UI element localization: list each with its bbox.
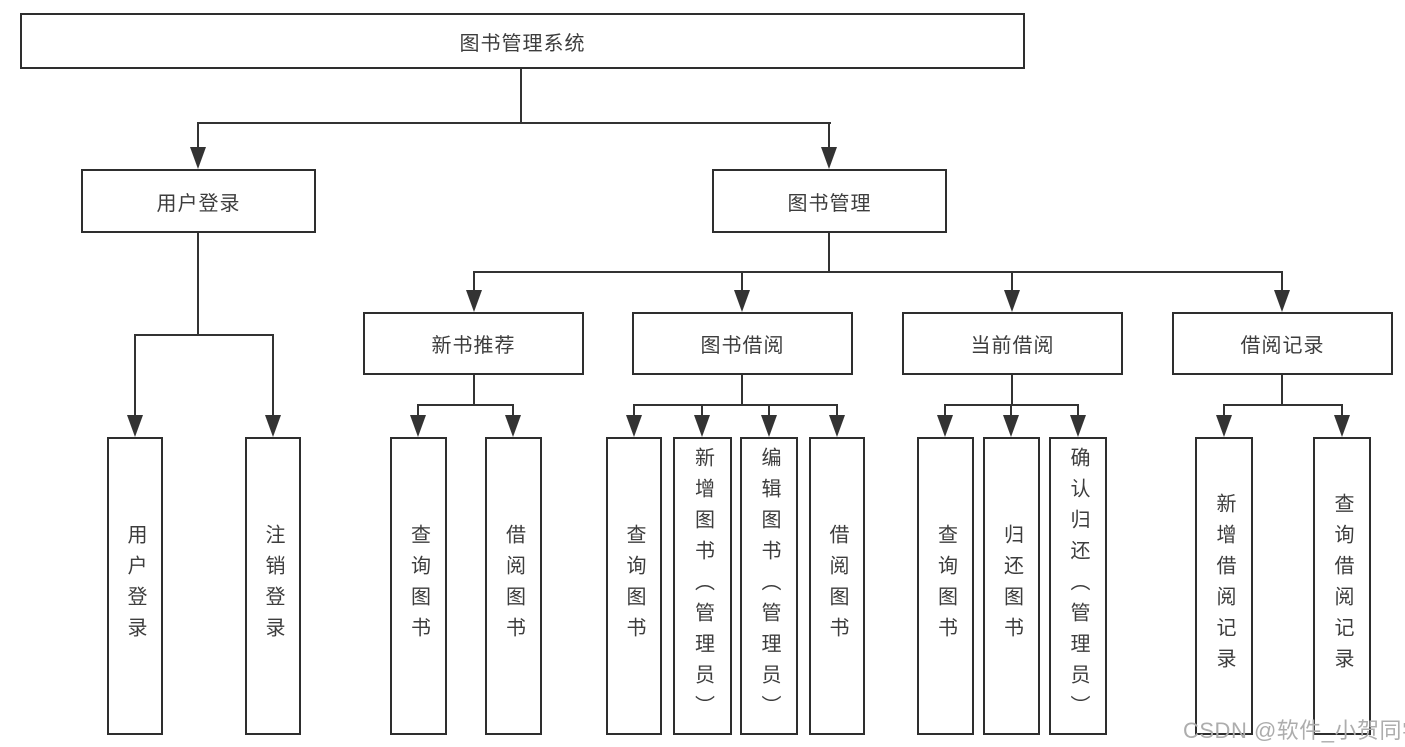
connector-line: [197, 122, 831, 124]
arrow-down-icon: [1070, 415, 1086, 437]
node-label: 新书推荐: [431, 335, 516, 357]
node-current-borrowing: 当前借阅: [902, 312, 1123, 375]
connector-line: [1077, 404, 1079, 416]
connector-line: [417, 404, 419, 416]
connector-line: [828, 233, 830, 273]
arrow-down-icon: [1003, 415, 1019, 437]
connector-line: [1281, 271, 1283, 291]
arrow-down-icon: [626, 415, 642, 437]
connector-line: [134, 334, 136, 416]
node-query-books-borrowing: 查询图书: [606, 437, 662, 735]
connector-line: [473, 271, 1283, 273]
node-add-books-admin: 新增图书（管理员）: [673, 437, 732, 735]
connector-line: [836, 404, 838, 416]
connector-line: [701, 404, 703, 416]
connector-line: [1223, 404, 1343, 406]
node-query-books-recommend: 查询图书: [390, 437, 447, 735]
arrow-down-icon: [410, 415, 426, 437]
arrow-down-icon: [1004, 290, 1020, 312]
node-label: 借阅记录: [1240, 335, 1325, 357]
arrow-down-icon: [127, 415, 143, 437]
connector-line: [944, 404, 946, 416]
node-label: 查询借阅记录: [1331, 493, 1353, 679]
connector-line: [633, 404, 635, 416]
node-label: 查询图书: [407, 524, 430, 648]
arrow-down-icon: [694, 415, 710, 437]
node-confirm-return-admin: 确认归还（管理员）: [1049, 437, 1107, 735]
node-label: 用户登录: [156, 192, 241, 215]
arrow-down-icon: [190, 147, 206, 169]
node-label: 查询图书: [623, 524, 645, 648]
connector-line: [197, 233, 199, 335]
arrow-down-icon: [265, 415, 281, 437]
node-borrow-books-borrowing: 借阅图书: [809, 437, 865, 735]
node-book-borrowing: 图书借阅: [632, 312, 853, 375]
node-label: 图书管理系统: [459, 32, 586, 55]
node-query-books-current: 查询图书: [917, 437, 974, 735]
node-label: 编辑图书（管理员）: [758, 446, 780, 726]
node-label: 查询图书: [934, 524, 957, 648]
arrow-down-icon: [505, 415, 521, 437]
node-user-login: 用户登录: [81, 169, 316, 233]
arrow-down-icon: [1216, 415, 1232, 437]
connector-line: [741, 375, 743, 406]
arrow-down-icon: [466, 290, 482, 312]
node-new-book-recommendation: 新书推荐: [363, 312, 584, 375]
connector-line: [1010, 404, 1012, 416]
connector-line: [134, 334, 274, 336]
arrow-down-icon: [1334, 415, 1350, 437]
node-label: 借阅图书: [826, 524, 848, 648]
arrow-down-icon: [937, 415, 953, 437]
connector-line: [473, 375, 475, 406]
node-label: 新增图书（管理员）: [691, 446, 714, 726]
arrow-down-icon: [829, 415, 845, 437]
connector-line: [1281, 375, 1283, 406]
connector-line: [1011, 375, 1013, 406]
node-logout-action: 注销登录: [245, 437, 301, 735]
arrow-down-icon: [734, 290, 750, 312]
arrow-down-icon: [1274, 290, 1290, 312]
node-label: 当前借阅: [970, 335, 1055, 357]
connector-line: [520, 69, 522, 123]
node-label: 注销登录: [262, 524, 284, 648]
connector-line: [768, 404, 770, 416]
node-label: 确认归还（管理员）: [1067, 446, 1089, 726]
connector-line: [272, 334, 274, 416]
node-return-books: 归还图书: [983, 437, 1040, 735]
node-borrowing-records: 借阅记录: [1172, 312, 1393, 375]
connector-line: [1011, 271, 1013, 291]
node-add-borrow-record: 新增借阅记录: [1195, 437, 1253, 735]
connector-line: [1341, 404, 1343, 416]
connector-line: [633, 404, 838, 406]
connector-line: [473, 271, 475, 291]
node-label: 图书管理: [787, 192, 872, 215]
node-label: 归还图书: [1000, 524, 1023, 648]
node-user-login-action: 用户登录: [107, 437, 163, 735]
connector-line: [828, 122, 830, 148]
node-borrow-books-recommend: 借阅图书: [485, 437, 542, 735]
connector-line: [197, 122, 199, 148]
arrow-down-icon: [821, 147, 837, 169]
node-query-borrow-record: 查询借阅记录: [1313, 437, 1371, 735]
connector-line: [417, 404, 514, 406]
connector-line: [512, 404, 514, 416]
node-label: 图书借阅: [700, 335, 785, 357]
node-book-management: 图书管理: [712, 169, 947, 233]
connector-line: [741, 271, 743, 291]
node-label: 新增借阅记录: [1213, 493, 1235, 679]
node-label: 借阅图书: [502, 524, 525, 648]
node-label: 用户登录: [124, 524, 146, 648]
connector-line: [1223, 404, 1225, 416]
node-library-management-system: 图书管理系统: [20, 13, 1025, 69]
arrow-down-icon: [761, 415, 777, 437]
node-edit-books-admin: 编辑图书（管理员）: [740, 437, 798, 735]
